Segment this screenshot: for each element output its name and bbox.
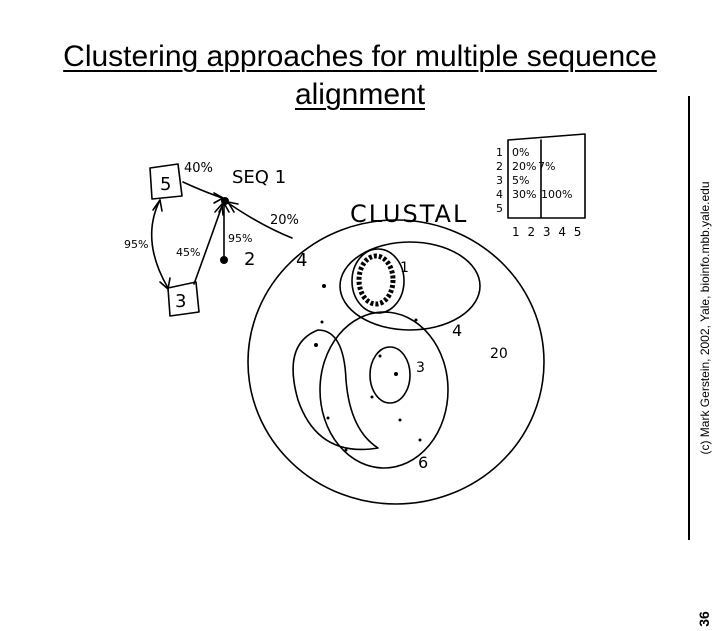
node-3-label: 3 (175, 291, 186, 312)
table-value-4: 30% (512, 188, 536, 201)
table-value-1: 0% (512, 146, 529, 159)
node-2-label: 2 (244, 249, 255, 270)
cluster-label-6: 6 (418, 453, 428, 472)
cluster-outer-20 (248, 220, 544, 504)
cluster-label-4: 4 (452, 321, 462, 340)
cluster-label-3: 3 (416, 360, 425, 376)
seq1-dot (221, 197, 229, 205)
cluster-label-1: 1 (400, 260, 409, 276)
page-number: 36 (689, 607, 719, 631)
table-extra-100: 100% (541, 188, 572, 201)
edge-5-3 (152, 200, 168, 288)
cluster-label-20: 20 (490, 346, 508, 362)
node-2-dot (220, 256, 228, 264)
table-extra-7: 7% (538, 160, 555, 173)
table-row-5: 5 (496, 202, 503, 215)
clustal-label: CLUSTAL (350, 200, 468, 228)
table-row-3: 3 (496, 174, 503, 187)
cluster-1-core (359, 256, 393, 304)
edge-3-seq1 (194, 206, 222, 284)
clustering-sketch: 5 SEQ 1 2 3 4 40% 20% 95% 95% 45% CLUSTA… (0, 0, 720, 540)
edge-label-20: 20% (270, 213, 299, 228)
edge-label-95-right: 95% (228, 232, 252, 245)
edge-label-95-left: 95% (124, 238, 148, 251)
edge-label-40: 40% (184, 161, 213, 176)
table-value-3: 5% (512, 174, 529, 187)
cluster-left (293, 330, 378, 449)
node-4-label: 4 (296, 250, 307, 271)
cluster-3 (370, 347, 410, 403)
table-row-2: 2 (496, 160, 503, 173)
cluster-6 (320, 312, 448, 468)
node-5-label: 5 (160, 174, 171, 195)
table-value-2: 20% (512, 160, 536, 173)
table-row-1: 1 (496, 146, 503, 159)
edge-5-seq1 (183, 182, 222, 198)
node-seq1-label: SEQ 1 (232, 167, 286, 188)
edge-label-45: 45% (176, 246, 200, 259)
table-row-4: 4 (496, 188, 503, 201)
table-footer: 1 2 3 4 5 (512, 225, 583, 239)
